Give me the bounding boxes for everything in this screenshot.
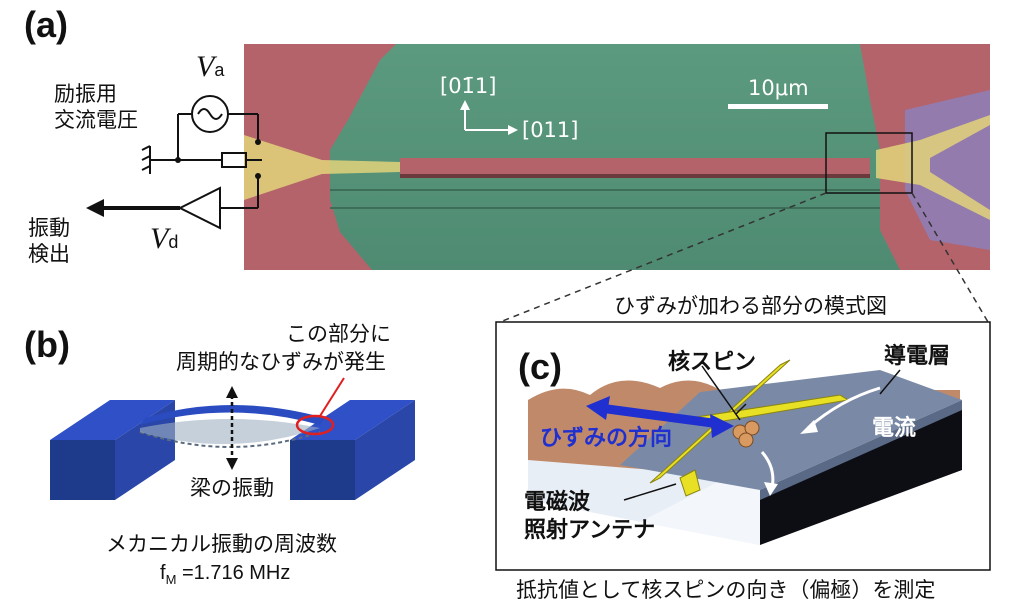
conductive-layer (620, 370, 962, 490)
left-metal-leads (244, 135, 400, 200)
detect-label-2: 検出 (28, 242, 70, 266)
scale-bar-label: 10μm (748, 76, 809, 100)
drive-label-2: 交流電圧 (54, 108, 138, 132)
right-metal-leads (876, 115, 990, 220)
current-label: 電流 (872, 416, 917, 441)
callout-text-2: 周期的なひずみが発生 (176, 350, 386, 374)
nuclear-spin-label: 核スピン (668, 350, 757, 375)
va-label: Va (196, 50, 225, 83)
panel-c-caption-top: ひずみが加わる部分の模式図 (614, 294, 887, 318)
frequency-value: fM =1.716 MHz (160, 562, 291, 587)
strain-direction-arrow (599, 403, 721, 429)
beam (400, 158, 870, 174)
direction-y-label: [01̄1] (440, 74, 497, 98)
inset-box (825, 132, 913, 194)
strain-direction-label: ひずみの方向 (540, 426, 673, 451)
callout-text-1: この部分に (286, 322, 391, 346)
panel-a-label: (a) (24, 4, 68, 45)
antenna-label-1: 電磁波 (524, 490, 591, 515)
beam-vibration-label: 梁の振動 (190, 476, 274, 500)
panel-c-label: (c) (518, 346, 562, 387)
panel-c-caption-bottom: 抵抗値として核スピンの向き（偏極）を測定 (516, 578, 936, 602)
drive-label-1: 励振用 (54, 82, 117, 106)
left-electrode (244, 44, 396, 270)
vd-label: Vd (150, 222, 179, 255)
scale-bar (728, 104, 828, 109)
direction-x-label: [011] (522, 118, 579, 142)
detect-label-1: 振動 (28, 216, 70, 240)
strain-callout-ellipse (295, 414, 335, 436)
panel-b-label: (b) (24, 324, 70, 365)
bent-beam (140, 405, 325, 425)
circuit (141, 95, 262, 230)
frequency-label: メカニカル振動の周波数 (106, 532, 337, 556)
conductive-layer-label: 導電層 (884, 344, 951, 369)
antenna-label-2: 照射アンテナ (524, 518, 656, 543)
